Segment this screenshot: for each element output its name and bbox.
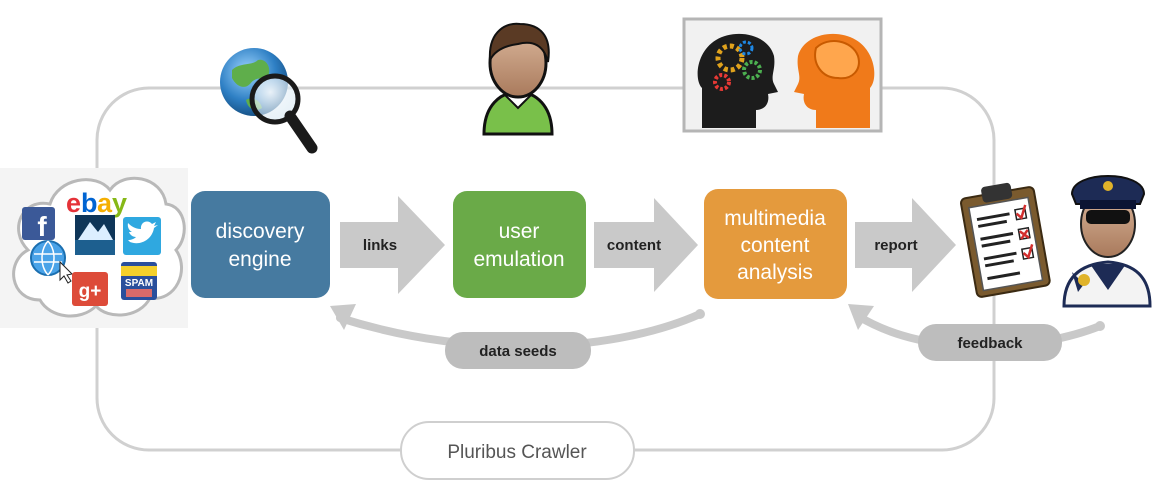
spam-can-icon: SPAM xyxy=(121,262,157,300)
svg-text:f: f xyxy=(37,211,47,242)
google-plus-logo: g+ xyxy=(72,272,108,306)
svg-text:a: a xyxy=(97,188,113,218)
pluribus-crawler-label: Pluribus Crawler xyxy=(400,421,635,480)
pluribus-crawler-text: Pluribus Crawler xyxy=(447,442,587,463)
globe-cursor-icon xyxy=(30,240,74,284)
brain-analysis-icon xyxy=(682,17,883,133)
multimedia-analysis-line1: multimedia xyxy=(724,207,826,230)
report-arrow-label: report xyxy=(874,237,917,254)
globe-magnifier-icon xyxy=(220,48,318,154)
discovery-engine-line1: discovery xyxy=(216,220,305,243)
links-arrow-label: links xyxy=(363,237,397,254)
discovery-engine-rect xyxy=(191,191,330,298)
ebay-logo: e b a y xyxy=(66,188,127,218)
svg-text:b: b xyxy=(81,188,98,218)
svg-text:e: e xyxy=(66,188,81,218)
links-arrow: links xyxy=(340,196,445,294)
data-seeds-pill: data seeds xyxy=(445,332,591,369)
multimedia-analysis-rect xyxy=(704,189,847,299)
user-emulation-line1: user xyxy=(499,220,540,243)
multimedia-analysis-box: multimedia content analysis xyxy=(704,189,847,299)
user-avatar-icon xyxy=(482,22,554,136)
iceberg-image-icon xyxy=(75,215,115,255)
feedback-pill: feedback xyxy=(918,324,1062,361)
facebook-logo: f xyxy=(22,207,55,242)
user-emulation-box: user emulation xyxy=(453,191,586,298)
police-officer-icon xyxy=(1062,175,1152,308)
content-arrow: content xyxy=(594,198,698,292)
feedback-label: feedback xyxy=(957,335,1023,352)
discovery-engine-box: discovery engine xyxy=(191,191,330,298)
user-emulation-line2: emulation xyxy=(473,248,564,271)
svg-text:SPAM: SPAM xyxy=(125,278,153,289)
checklist-icon xyxy=(960,182,1051,298)
twitter-logo xyxy=(123,217,161,255)
svg-text:y: y xyxy=(112,188,127,218)
report-arrow: report xyxy=(855,198,956,292)
multimedia-analysis-line3: analysis xyxy=(737,261,813,284)
discovery-engine-line2: engine xyxy=(228,248,291,271)
content-arrow-label: content xyxy=(607,237,661,254)
data-seeds-label: data seeds xyxy=(479,343,557,360)
user-emulation-rect xyxy=(453,191,586,298)
svg-text:g+: g+ xyxy=(79,281,102,302)
multimedia-analysis-line2: content xyxy=(741,234,810,257)
